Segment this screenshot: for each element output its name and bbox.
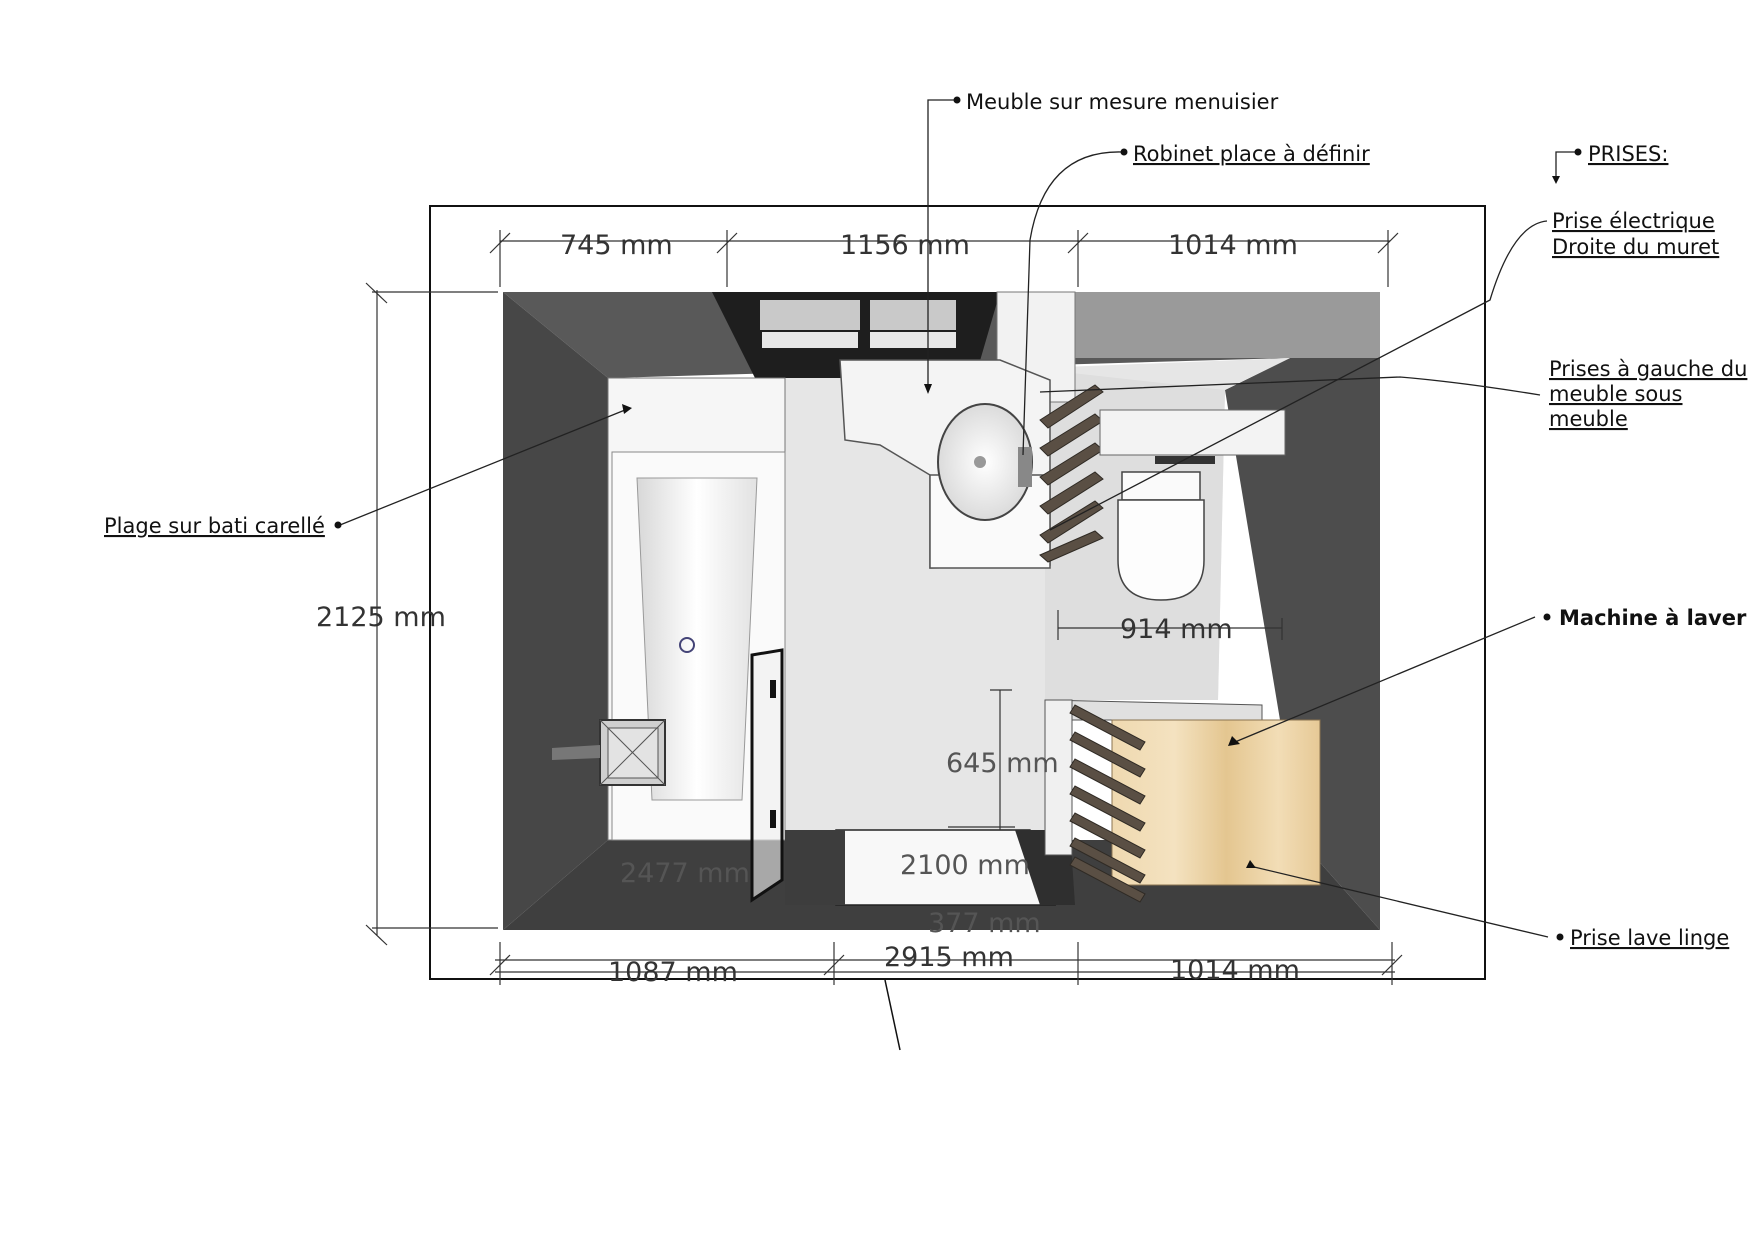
toilet <box>1117 471 1205 601</box>
faucet <box>1018 447 1032 487</box>
leader-lines <box>339 99 1576 938</box>
label-prises-gauche-1: Prises à gauche du <box>1549 357 1747 381</box>
dim-bottom-total: 2915 mm <box>884 942 1014 973</box>
dim-bottom-left: 1087 mm <box>608 957 738 988</box>
towel-rack-bottom <box>1069 704 1146 903</box>
label-bullets <box>334 96 1582 941</box>
dim-top-mid: 1156 mm <box>840 230 970 261</box>
label-prise-lave: Prise lave linge <box>1570 926 1729 950</box>
dim-top-right: 1014 mm <box>1168 230 1298 261</box>
label-machine: Machine à laver <box>1559 606 1747 630</box>
toilet-shelf <box>1099 409 1286 456</box>
dimension-lines <box>365 230 1403 1051</box>
dim-door-step: 377 mm <box>928 908 1041 939</box>
label-robinet: Robinet place à définir <box>1133 142 1370 166</box>
shower-glass-panel <box>750 648 784 903</box>
label-prise-elec-2: Droite du muret <box>1552 235 1719 259</box>
label-prise-elec-1: Prise électrique <box>1552 209 1715 233</box>
sink-drain <box>974 456 986 468</box>
dim-toilet-width: 914 mm <box>1120 614 1233 645</box>
label-prises-gauche-3: meuble <box>1549 407 1628 431</box>
dim-bottom-right: 1014 mm <box>1170 955 1300 986</box>
dim-top-left: 745 mm <box>560 230 673 261</box>
dim-bath-length: 2477 mm <box>620 858 750 889</box>
washing-machine <box>1044 699 1321 886</box>
label-plage: Plage sur bati carellé <box>104 514 325 538</box>
label-prises-gauche-2: meuble sous <box>1549 382 1683 406</box>
label-meuble: Meuble sur mesure menuisier <box>966 90 1279 114</box>
dim-machine-depth: 645 mm <box>946 748 1059 779</box>
dim-door-height: 2100 mm <box>900 850 1030 881</box>
towel-rack-top <box>1039 384 1104 563</box>
label-prises-title: PRISES: <box>1588 142 1668 166</box>
dim-left-height: 2125 mm <box>316 602 446 633</box>
